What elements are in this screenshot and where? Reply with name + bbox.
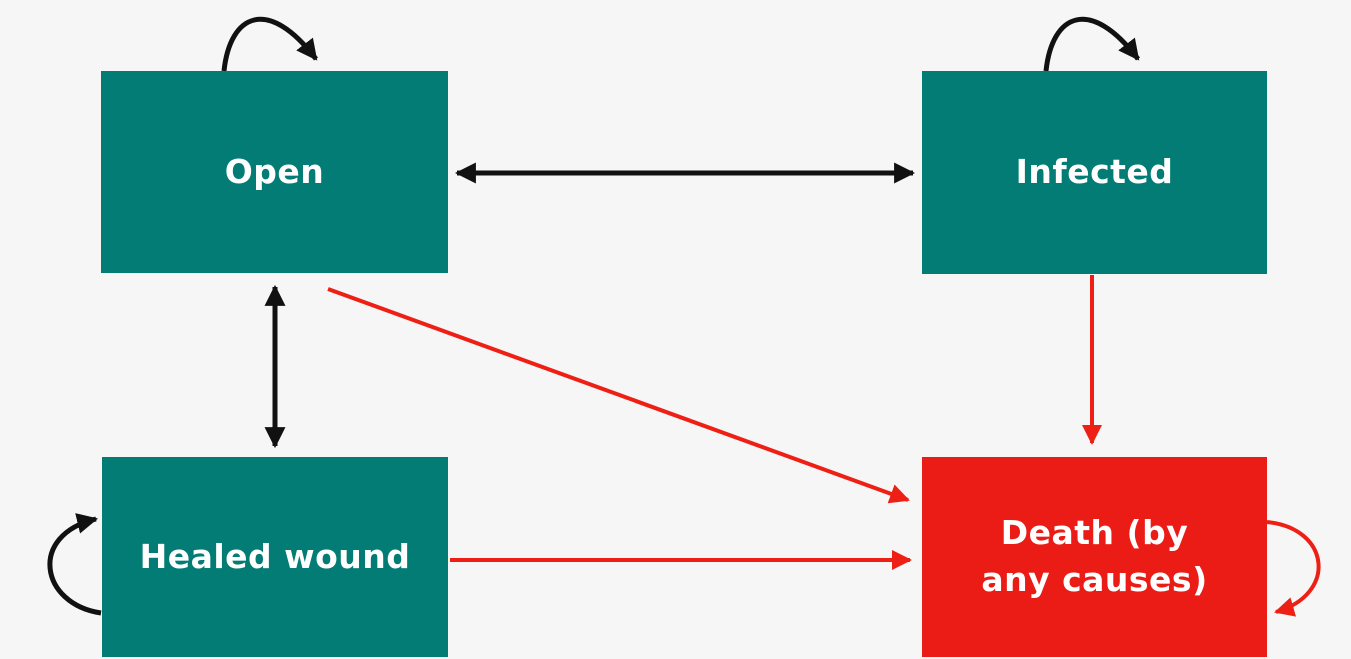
node-healed-wound: Healed wound <box>102 457 448 657</box>
edge-death-self-loop <box>1266 520 1321 617</box>
edge-open-self-loop <box>221 16 318 72</box>
edge-healed-self-loop <box>47 513 102 616</box>
node-infected: Infected <box>922 71 1267 274</box>
node-infected-label: Infected <box>1015 152 1174 192</box>
edge-open-death <box>327 287 910 504</box>
node-open-label: Open <box>224 151 325 191</box>
node-open: Open <box>101 71 448 273</box>
node-death: Death (by any causes) <box>922 457 1267 657</box>
node-death-label: Death (by any causes) <box>981 513 1208 599</box>
edge-infected-self-loop <box>1043 16 1140 72</box>
node-healed-wound-label: Healed wound <box>139 536 411 576</box>
